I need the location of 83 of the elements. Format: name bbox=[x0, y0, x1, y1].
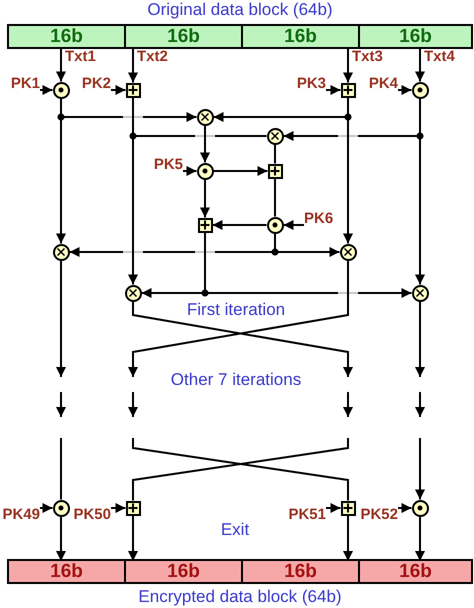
key-label: PK3 bbox=[296, 76, 326, 91]
operator-circle bbox=[52, 82, 70, 98]
key-label: PK1 bbox=[10, 76, 40, 91]
key-label: PK50 bbox=[73, 507, 111, 522]
arrow bbox=[343, 47, 353, 82]
arrow bbox=[415, 516, 425, 561]
operator-circle bbox=[412, 82, 428, 98]
arrow bbox=[128, 516, 138, 561]
arrow bbox=[214, 166, 268, 176]
arrow bbox=[56, 117, 66, 244]
operator-circle bbox=[412, 500, 428, 516]
operator-square bbox=[268, 164, 282, 178]
key-label: PK49 bbox=[2, 507, 40, 522]
arrow bbox=[142, 288, 205, 298]
operator-circle bbox=[52, 244, 70, 260]
arrow bbox=[415, 438, 425, 500]
arrow bbox=[212, 220, 266, 230]
arrow bbox=[284, 220, 304, 230]
stage-label: Exit bbox=[220, 520, 250, 540]
operator-circle bbox=[340, 244, 356, 260]
edge-label: Txt4 bbox=[424, 50, 455, 64]
arrow bbox=[56, 47, 66, 82]
stage-label: Other 7 iterations bbox=[170, 370, 302, 390]
arrow bbox=[40, 503, 52, 513]
operator-circle bbox=[52, 500, 70, 516]
key-label: PK4 bbox=[368, 76, 398, 91]
block-heading: Encrypted data block (64b) bbox=[138, 587, 342, 607]
operator-circle bbox=[124, 284, 142, 302]
arrow bbox=[343, 117, 353, 244]
arrow bbox=[128, 260, 349, 377]
arrow bbox=[415, 136, 425, 284]
block-segment: 16b bbox=[9, 561, 124, 582]
arrow bbox=[200, 180, 210, 218]
block-segment: 16b bbox=[358, 26, 471, 47]
arrow bbox=[326, 85, 340, 95]
arrow bbox=[183, 166, 196, 176]
arrow bbox=[132, 302, 353, 377]
arrow bbox=[398, 503, 412, 513]
crossover-connector bbox=[132, 438, 349, 500]
arrow bbox=[214, 112, 348, 122]
arrow bbox=[40, 85, 52, 95]
key-label: PK2 bbox=[82, 76, 111, 91]
operator-circle bbox=[196, 108, 214, 126]
connector-line bbox=[60, 438, 62, 500]
operator-square bbox=[340, 82, 356, 98]
key-label: PK51 bbox=[288, 507, 326, 522]
arrow bbox=[275, 247, 340, 257]
arrow bbox=[415, 47, 425, 82]
block-segment: 16b bbox=[124, 561, 241, 582]
operator-square bbox=[198, 218, 212, 232]
connector-line bbox=[274, 178, 276, 216]
arrow bbox=[415, 302, 425, 377]
block-segment: 16b bbox=[124, 26, 241, 47]
operator-circle bbox=[412, 284, 428, 302]
arrow bbox=[128, 47, 138, 82]
edge-label: Txt2 bbox=[137, 50, 168, 64]
edge-label: Txt1 bbox=[65, 50, 96, 64]
arrow bbox=[111, 85, 126, 95]
stage-label: First iteration bbox=[186, 300, 286, 320]
arrow bbox=[326, 503, 340, 513]
block-segment: 16b bbox=[241, 26, 358, 47]
key-label: PK6 bbox=[304, 211, 334, 226]
arrow bbox=[398, 85, 412, 95]
block-heading: Original data block (64b) bbox=[147, 0, 333, 20]
arrow bbox=[56, 516, 66, 561]
edge-label: Txt3 bbox=[352, 50, 383, 64]
block-segment: 16b bbox=[241, 561, 358, 582]
operator-square bbox=[340, 500, 356, 516]
block-segment: 16b bbox=[9, 26, 124, 47]
arrow bbox=[128, 136, 138, 284]
operator-circle bbox=[196, 162, 214, 180]
key-label: PK5 bbox=[154, 157, 183, 172]
block-segment: 16b bbox=[358, 561, 471, 582]
arrow bbox=[111, 503, 126, 513]
arrow bbox=[200, 126, 210, 162]
key-label: PK52 bbox=[360, 507, 398, 522]
operator-circle bbox=[266, 128, 284, 144]
arrow bbox=[56, 260, 66, 377]
connector-line bbox=[274, 144, 276, 164]
arrow bbox=[343, 516, 353, 561]
operator-square bbox=[126, 82, 140, 98]
operator-circle bbox=[266, 216, 284, 234]
operator-square bbox=[126, 500, 140, 516]
